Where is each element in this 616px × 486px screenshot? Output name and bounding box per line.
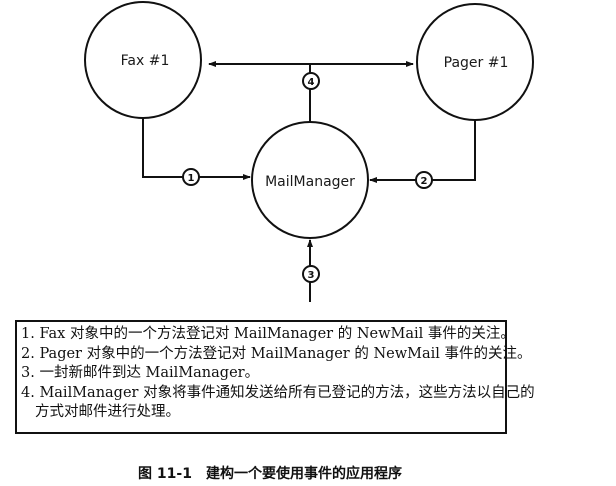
fax-register-arrow bbox=[142, 118, 251, 180]
note-2: 2. Pager 对象中的一个方法登记对 MailManager 的 NewMa… bbox=[21, 345, 532, 362]
svg-text:3: 3 bbox=[308, 270, 315, 281]
note-4-continued: 方式对邮件进行处理。 bbox=[35, 404, 180, 420]
svg-text:1: 1 bbox=[188, 173, 195, 184]
svg-text:4: 4 bbox=[308, 77, 315, 88]
step-2-marker: 2 bbox=[415, 171, 433, 189]
notes-box: 1. Fax 对象中的一个方法登记对 MailManager 的 NewMail… bbox=[15, 320, 535, 434]
figure-caption: 图 11-1 建构一个要使用事件的应用程序 bbox=[138, 466, 402, 482]
step-1-marker: 1 bbox=[182, 168, 200, 186]
step-3-marker: 3 bbox=[302, 265, 320, 283]
step-4-marker: 4 bbox=[302, 72, 320, 90]
svg-text:2: 2 bbox=[421, 176, 428, 187]
note-4: 4. MailManager 对象将事件通知发送给所有已登记的方法，这些方法以自… bbox=[21, 384, 535, 401]
fax-label: Fax #1 bbox=[121, 53, 170, 69]
pager-register-arrow bbox=[369, 120, 476, 183]
note-3: 3. 一封新邮件到达 MailManager。 bbox=[21, 365, 260, 381]
mailmanager-label: MailManager bbox=[265, 174, 355, 190]
pager-label: Pager #1 bbox=[444, 55, 509, 71]
note-1: 1. Fax 对象中的一个方法登记对 MailManager 的 NewMail… bbox=[21, 326, 515, 342]
